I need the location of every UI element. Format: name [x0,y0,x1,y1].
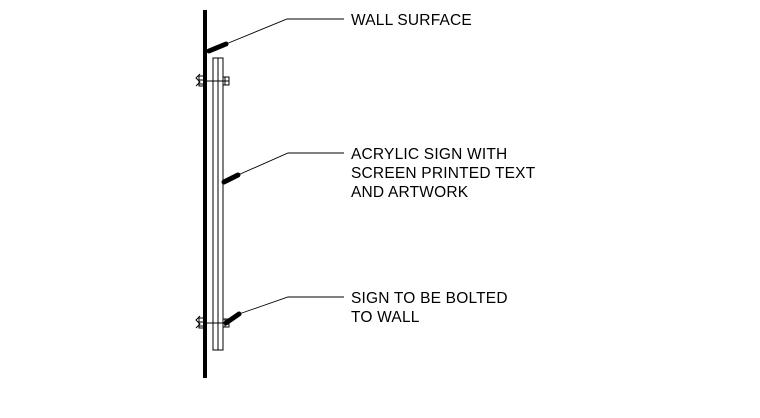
acrylic-sign-panel [212,57,224,351]
leader-arrowhead [223,311,242,326]
leader-line [238,296,344,315]
bolt-label-line-2: TO WALL [351,309,420,326]
top-bolt [195,73,230,87]
acrylic-sign-label-line-2: SCREEN PRINTED TEXT [351,165,536,182]
callout-wall-surface: WALL SURFACE [206,12,472,54]
acrylic-sign-label-line-1: ACRYLIC SIGN WITH [351,146,507,163]
acrylic-sign-label-line-3: AND ARTWORK [351,184,469,201]
bolt-label-line-1: SIGN TO BE BOLTED [351,290,508,307]
leader-line [225,18,344,45]
wall-surface-label: WALL SURFACE [351,12,472,29]
callout-acrylic-sign: ACRYLIC SIGN WITH SCREEN PRINTED TEXT AN… [221,146,536,201]
leader-arrowhead [221,172,241,185]
callout-bolted-to-wall: SIGN TO BE BOLTED TO WALL [223,290,508,326]
leader-arrowhead [206,41,229,54]
leader-line [237,152,344,176]
